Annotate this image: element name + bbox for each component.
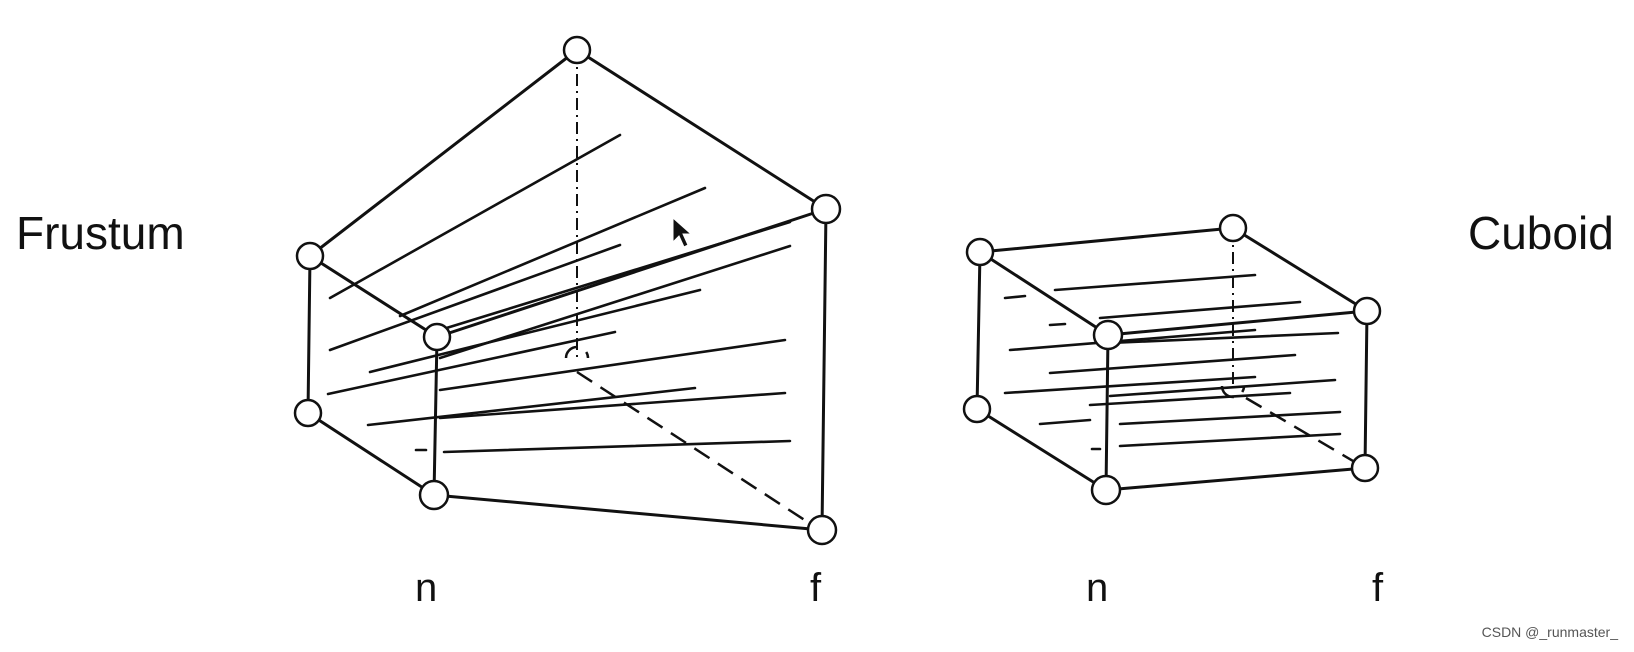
frustum-edge [575,48,828,211]
cuboid-drawing [962,213,1382,506]
frustum-edge [432,335,439,497]
frustum-edges [306,48,828,532]
cuboid-vertex [1218,213,1248,243]
frustum-drawing [293,35,842,546]
frustum-depth-line [328,243,622,352]
cuboid-depth-line [1108,331,1340,345]
cuboid-depth-line [1118,432,1342,448]
frustum-vertex [295,241,325,271]
frustum-hidden-edge [576,370,821,532]
frustum-depth-line [326,330,617,396]
cuboid-depth-line [1088,391,1292,407]
cuboid-vertex [1090,474,1122,506]
frustum-depth-line [442,439,792,454]
cuboid-vertex [1350,453,1380,483]
frustum-edge [820,207,828,532]
frustum-edge [306,411,436,497]
cuboid-edge [975,407,1108,492]
frustum-depth-line [398,186,707,318]
cuboid-vertex [1092,319,1124,351]
cuboid-depth-line [1053,273,1257,292]
frustum-depth-line [438,391,787,420]
frustum-depth-lines [326,133,792,454]
cuboid-edge [1104,466,1367,492]
frustum-depth-line [438,338,787,392]
cuboid-vertex [962,394,992,424]
cuboid-edge [1106,309,1369,337]
frustum-vertices [293,35,842,546]
frustum-vertex [562,35,592,65]
cuboid-depth-line [1038,418,1092,426]
cuboid-depth-line [1118,410,1342,426]
cuboid-depth-line [1108,378,1337,398]
frustum-depth-line [366,386,697,427]
frustum-edge [432,493,824,532]
cuboid-depth-lines [1003,273,1342,451]
cuboid-depth-line [1003,294,1027,300]
frustum-depth-line [328,133,622,300]
frustum-depth-line [368,288,702,374]
frustum-near-label: n [415,566,438,610]
cuboid-hidden-edge [1245,396,1366,470]
cuboid-depth-line [1048,353,1297,375]
cuboid-vertex [965,237,995,267]
watermark: CSDN @_runmaster_ [1481,624,1618,640]
cuboid-depth-line [1008,328,1257,352]
cuboid-edge [975,250,982,411]
cuboid-depth-line [1003,375,1257,395]
frustum-depth-line [438,244,792,360]
cuboid-depth-line [1048,322,1067,327]
cuboid-vertices [962,213,1382,506]
cuboid-near-label: n [1086,566,1109,610]
cursor-icon [672,216,693,248]
cuboid-edge [1104,333,1110,492]
frustum-vertex [422,322,452,352]
cuboid-title: Cuboid [1468,207,1614,259]
cuboid-edge [1363,309,1369,470]
frustum-vertex [418,479,450,511]
frustum-title: Frustum [16,207,185,259]
cuboid-edge [978,250,1110,337]
cuboid-edge [1231,226,1369,313]
frustum-edge [308,48,579,258]
frustum-edge [306,254,312,415]
cuboid-edges [975,226,1369,492]
frustum-vertex [810,193,842,225]
frustum-edge [435,207,828,339]
frustum-hidden-vertex-marker [564,345,590,359]
cuboid-depth-line [1098,300,1302,320]
cuboid-vertex [1352,296,1382,326]
cuboid-edge [978,226,1235,254]
frustum-far-label: f [810,566,822,610]
frustum-vertex [293,398,323,428]
frustum-vertex [806,514,838,546]
frustum-edge [308,254,439,339]
cuboid-far-label: f [1372,566,1384,610]
